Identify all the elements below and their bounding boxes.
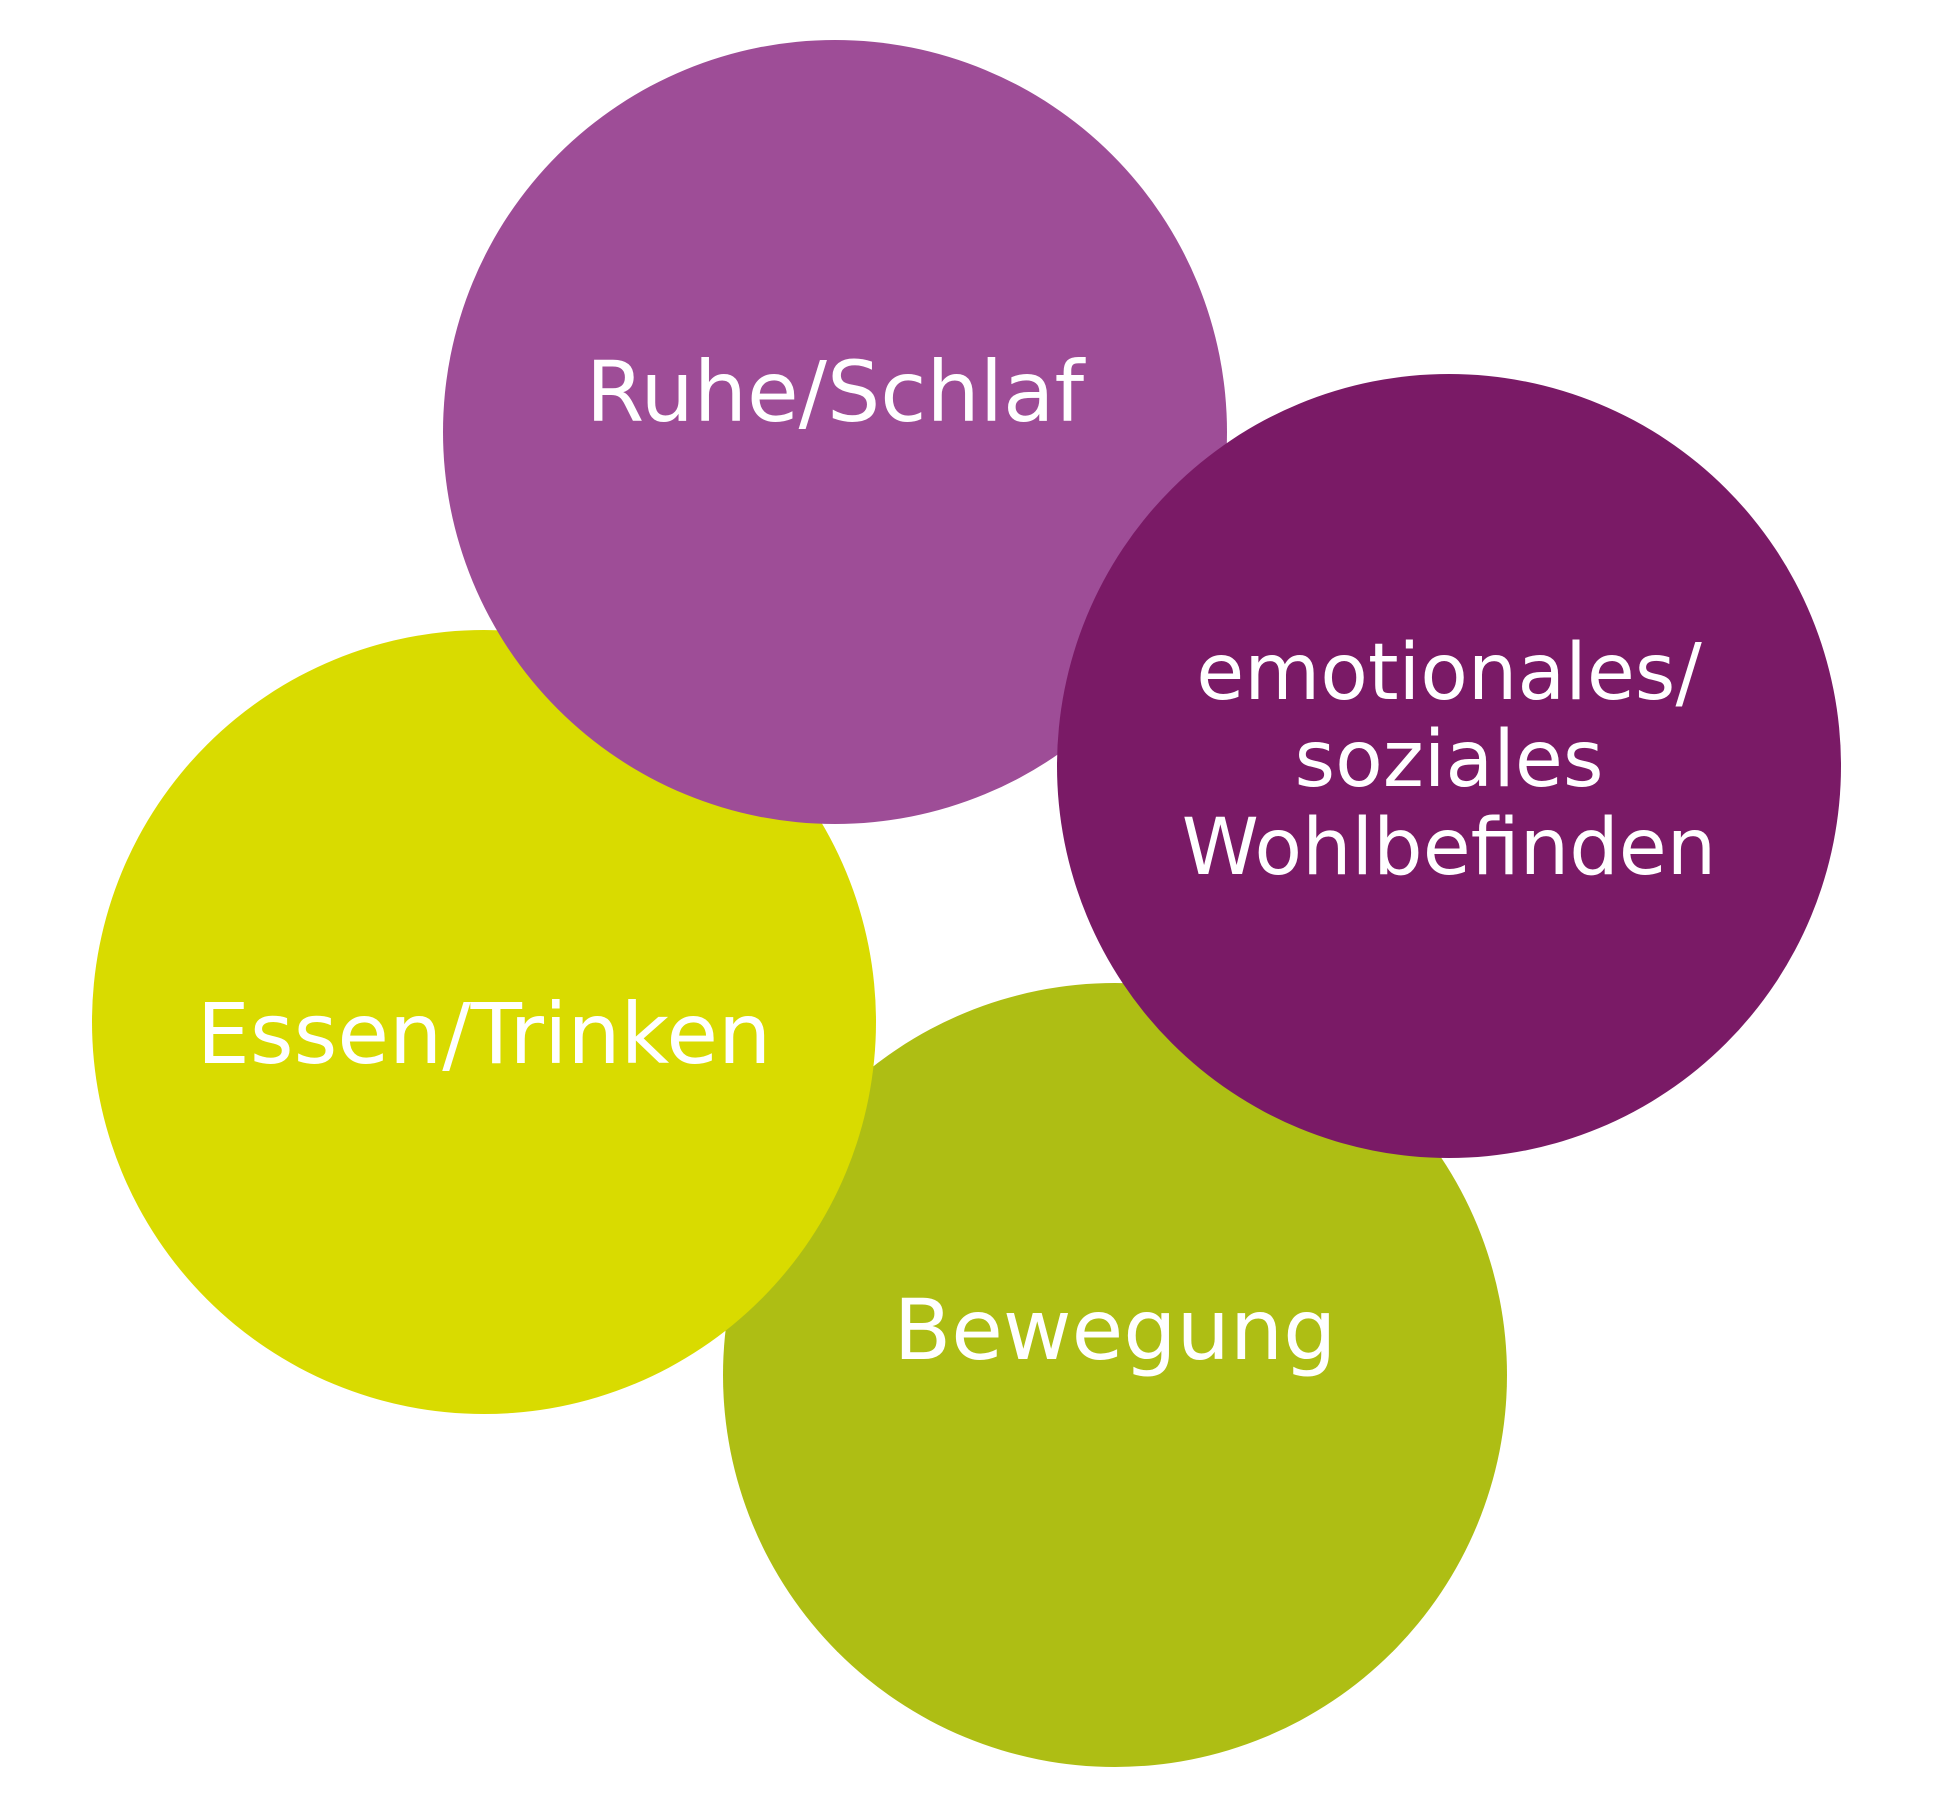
circle-emotionales-soziales-wohlbefinden: emotionales/ soziales Wohlbefinden (1057, 374, 1841, 1158)
circle-label-ruhe-schlaf: Ruhe/Schlaf (585, 342, 1085, 441)
circle-label-essen-trinken: Essen/Trinken (196, 984, 772, 1083)
circle-label-emotionales-soziales-wohlbefinden: emotionales/ soziales Wohlbefinden (1181, 627, 1717, 893)
circle-label-bewegung: Bewegung (893, 1280, 1337, 1379)
